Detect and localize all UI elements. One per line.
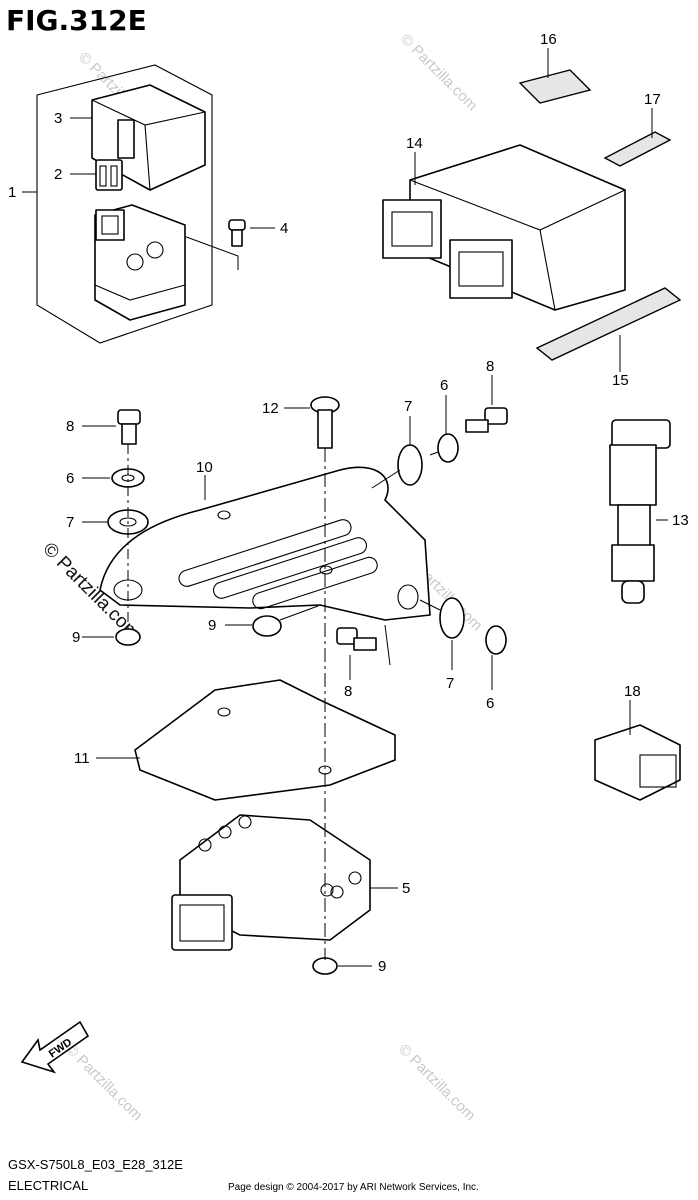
callout-11: 11 — [74, 750, 90, 767]
callout-7-lower: 7 — [446, 675, 454, 692]
callout-6-left: 6 — [66, 470, 74, 487]
callout-8-lower: 8 — [344, 683, 352, 700]
starter-relay — [94, 204, 186, 321]
connector-18 — [594, 724, 681, 801]
bolt-8-lower — [336, 627, 377, 651]
pad-16 — [518, 69, 592, 104]
insulator-plate — [134, 679, 396, 801]
callout-15: 15 — [612, 372, 629, 389]
callout-8-upper: 8 — [486, 358, 494, 375]
bolt-8-upper — [117, 409, 141, 445]
callout-5: 5 — [402, 880, 410, 897]
regulator-rectifier — [171, 814, 371, 951]
leader-lines — [70, 48, 668, 967]
nut-9-bottom — [312, 957, 338, 975]
svg-text:© Partzilla.com: © Partzilla.com — [62, 1041, 145, 1124]
page-credit: Page design © 2004-2017 by ARI Network S… — [228, 1182, 479, 1193]
callout-12: 12 — [262, 400, 279, 417]
tape-17 — [603, 131, 672, 167]
grommet-7-lower — [439, 597, 465, 639]
callout-9-left: 9 — [72, 629, 80, 646]
alignment-lines — [127, 444, 441, 960]
callout-4: 4 — [280, 220, 288, 237]
callout-17: 17 — [644, 91, 661, 108]
callout-7-upper: 7 — [404, 398, 412, 415]
callout-8-left: 8 — [66, 418, 74, 435]
nut-9-mid — [252, 615, 282, 637]
section-name: ELECTRICAL — [8, 1178, 88, 1193]
callout-2: 2 — [54, 166, 62, 183]
callout-9-bottom: 9 — [378, 958, 386, 975]
callout-10: 10 — [196, 459, 213, 476]
callout-labels: 1 2 3 4 5 6 6 6 7 7 7 8 8 8 9 9 9 10 11 … — [8, 31, 689, 975]
bolt-8-right — [465, 407, 508, 433]
callout-9-mid: 9 — [208, 617, 216, 634]
collar-6-upper — [437, 433, 459, 463]
callout-6-lower: 6 — [486, 695, 494, 712]
collar-6-lower — [485, 625, 507, 655]
callout-16: 16 — [540, 31, 557, 48]
relay-screw — [228, 219, 246, 247]
svg-text:© Partzilla.com: © Partzilla.com — [397, 31, 480, 114]
fuse — [95, 159, 123, 191]
nut-9-left — [115, 628, 141, 646]
svg-text:© Partzilla.com: © Partzilla.com — [395, 1041, 478, 1124]
bolt-12 — [310, 396, 340, 449]
callout-18: 18 — [624, 683, 641, 700]
pad-15 — [535, 287, 682, 361]
grommet-7-upper — [397, 444, 423, 486]
callout-6-upper: 6 — [440, 377, 448, 394]
sensor-13 — [609, 419, 671, 604]
callout-14: 14 — [406, 135, 423, 152]
model-code: GSX-S750L8_E03_E28_312E — [8, 1157, 183, 1172]
figure-title: FIG.312E — [6, 4, 147, 37]
callout-13: 13 — [672, 512, 689, 529]
callout-3: 3 — [54, 110, 62, 127]
mounting-bracket — [99, 466, 431, 621]
callout-1: 1 — [8, 184, 16, 201]
callout-7-left: 7 — [66, 514, 74, 531]
ecu-unit — [382, 144, 626, 311]
